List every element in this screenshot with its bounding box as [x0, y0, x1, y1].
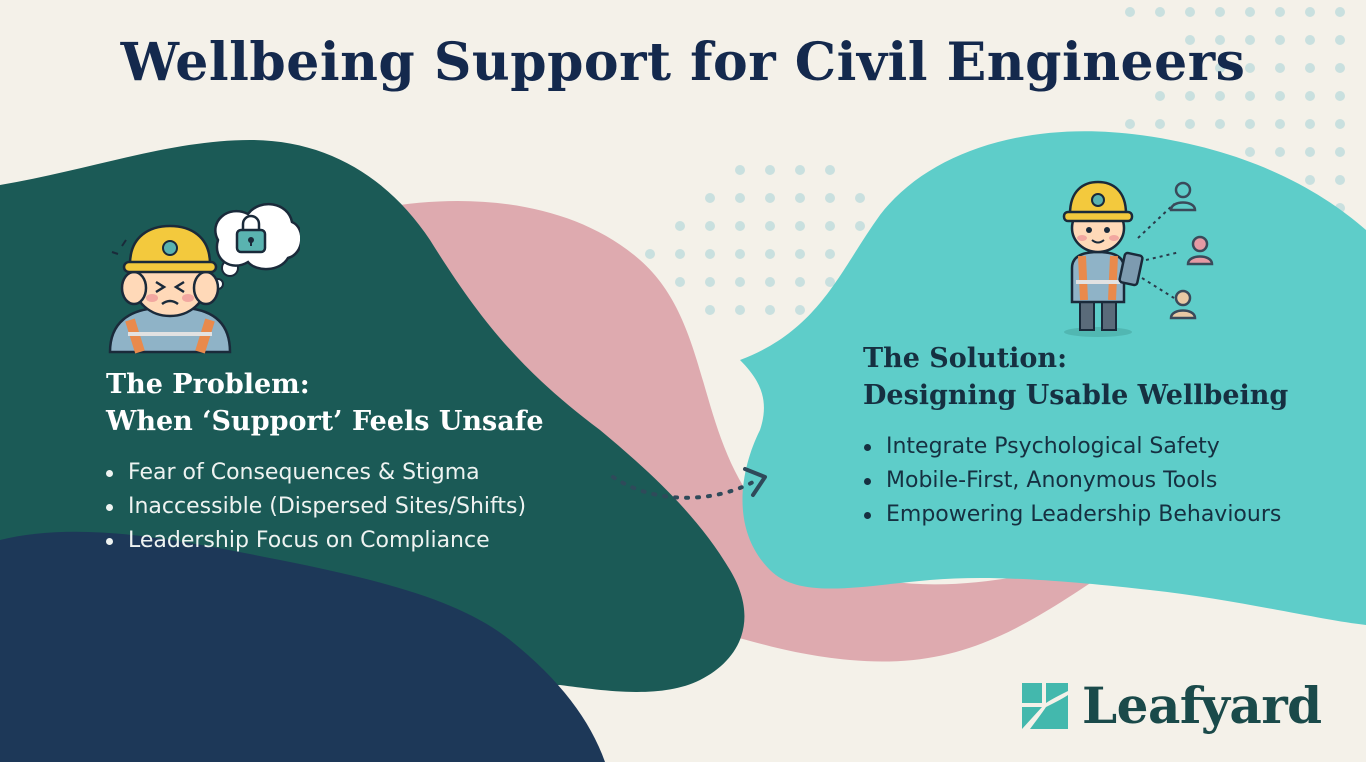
problem-item: Leadership Focus on Compliance — [104, 524, 526, 558]
engineer-with-tablet-icon — [1062, 180, 1214, 337]
dotted-arrow-icon — [611, 467, 767, 500]
page-title: Wellbeing Support for Civil Engineers — [120, 32, 1246, 93]
brand-logo: Leafyard — [1020, 676, 1322, 736]
problem-heading: The Problem: When ‘Support’ Feels Unsafe — [106, 366, 544, 440]
solution-item: Integrate Psychological Safety — [862, 430, 1281, 464]
problem-item: Fear of Consequences & Stigma — [104, 456, 526, 490]
solution-list: Integrate Psychological Safety Mobile-Fi… — [862, 430, 1281, 532]
solution-heading-line1: The Solution: — [863, 343, 1068, 374]
solution-item: Mobile-First, Anonymous Tools — [862, 464, 1281, 498]
problem-heading-line2: When ‘Support’ Feels Unsafe — [106, 406, 544, 437]
problem-list: Fear of Consequences & Stigma Inaccessib… — [104, 456, 526, 558]
solution-heading: The Solution: Designing Usable Wellbeing — [863, 340, 1288, 414]
solution-item: Empowering Leadership Behaviours — [862, 498, 1281, 532]
leaf-logo-icon — [1022, 683, 1068, 729]
solution-panel-shape — [740, 131, 1366, 625]
stressed-engineer-icon — [108, 202, 300, 354]
brand-name: Leafyard — [1082, 676, 1322, 735]
problem-heading-line1: The Problem: — [106, 369, 310, 400]
lock-thought-bubble-icon — [212, 202, 300, 290]
bottom-dark-wave — [0, 531, 605, 762]
problem-item: Inaccessible (Dispersed Sites/Shifts) — [104, 490, 526, 524]
dot-pattern — [645, 7, 1345, 315]
connected-people-icon — [1137, 181, 1214, 320]
solution-heading-line2: Designing Usable Wellbeing — [863, 380, 1289, 411]
